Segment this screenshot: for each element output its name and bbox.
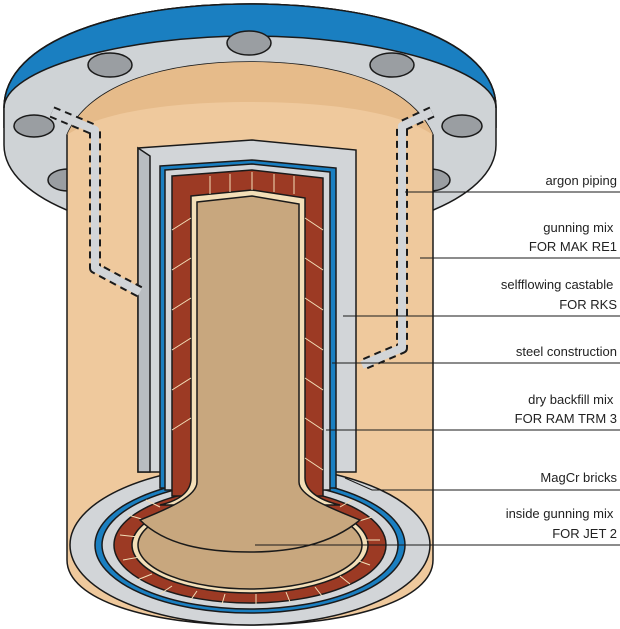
brick-joint [171,217,192,231]
brick-joint [221,593,226,605]
label-steel-construction: steel construction [516,344,617,359]
brick-joint [304,377,324,391]
label-argon-piping: argon piping [545,173,617,188]
argon-piping-tubes [49,106,435,371]
brick-joint [145,499,161,508]
label-dry-backfill-mix: dry backfill mix FOR RAM TRM 3 [515,392,617,426]
brick-joint [122,556,141,561]
bolt-hole [13,114,55,138]
brick-joint [304,417,324,431]
brick-joint [339,499,353,508]
brick-joint [119,534,139,538]
cutaway-slot [137,139,362,553]
brick-joint [304,457,324,471]
brick-joint [171,297,192,311]
slot-steel-left-face [137,146,151,473]
bolt-hole [87,52,133,78]
brick-joint [171,417,192,431]
brick-joint [304,337,324,351]
brick-joint [314,586,323,597]
brick-joint [304,257,324,271]
brick-joint [285,591,291,603]
flange-top-blue [3,3,497,109]
brick-joint [159,585,173,595]
argon-pipe-left-core [50,108,142,296]
brick-joint [136,573,153,581]
brick-joint [189,590,198,602]
brick-joint [304,217,324,231]
leader-magcr-bricks [344,477,620,491]
brick-joint [171,377,192,391]
bolt-hole [441,114,483,138]
bolt-hole [226,30,272,56]
label-inside-gunning-mix: inside gunning mix FOR JET 2 [506,506,617,541]
leader-lines [255,191,620,546]
brick-joint [339,575,351,585]
bolt-hole [369,52,415,78]
labels: argon piping gunning mix FOR MAK RE1 sel… [501,173,618,541]
label-selfflowing-castable: selfflowing castable FOR RKS [501,277,617,312]
argon-pipe-right-core [360,108,434,369]
label-gunning-mix: gunning mix FOR MAK RE1 [529,220,617,254]
bore [138,195,362,553]
brick-joint [304,297,324,311]
outer-body-top-shade [67,62,433,135]
brick-joints-slot [171,172,324,471]
brick-joint [171,257,192,271]
brick-joint [355,559,371,566]
brick-joint [171,337,192,351]
label-magcr-bricks: MagCr bricks [540,470,617,485]
